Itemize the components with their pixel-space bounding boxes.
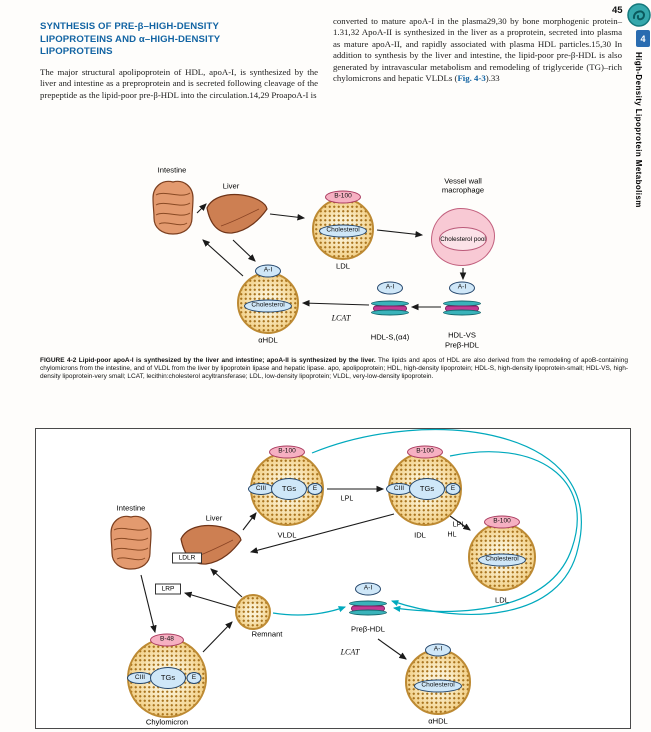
fig2-hdlvs-label: HDL-VS xyxy=(448,330,476,340)
fig3-b48-label: B-48 xyxy=(150,633,184,647)
fig2-ahdl-cholesterol-label: Cholesterol xyxy=(244,299,292,313)
fig2-ldl-label: LDL xyxy=(336,261,350,271)
fig3-vldl-b100-label: B-100 xyxy=(269,445,305,459)
fig2-alpha-hdl-label: αHDL xyxy=(258,335,278,345)
fig3-lpl2-label: LPL xyxy=(452,521,466,529)
fig3-vldl-e-label: E xyxy=(307,483,323,495)
fig2-ldl-cholesterol-label: Cholesterol xyxy=(319,224,367,238)
fig3-ahdl-a1-label: A-I xyxy=(425,643,451,657)
fig3-idl-label: IDL xyxy=(414,530,426,540)
figure-reference-link: Fig. 4-3 xyxy=(457,73,486,84)
fig3-lcat-label: LCAT xyxy=(340,647,360,657)
fig3-vldl-tgs-label: TGs xyxy=(271,478,307,500)
fig3-lpl-label: LPL xyxy=(340,495,354,503)
fig3-idl-tgs-label: TGs xyxy=(409,478,445,500)
fig3-ldl-b100-label: B-100 xyxy=(484,515,520,529)
fig3-prebeta-a1-label: A-I xyxy=(355,582,381,596)
fig3-prebeta-disc xyxy=(349,600,387,616)
fig2-macrophage-label: Vessel wall macrophage xyxy=(441,176,485,194)
section-heading: SYNTHESIS OF PRE-β–HIGH-DENSITY LIPOPROT… xyxy=(40,21,221,57)
fig2-hdls-a1-label: A-I xyxy=(377,281,403,295)
fig2-intestine-label: Intestine xyxy=(157,165,187,175)
chapter-title-vertical: High-Density Lipoprotein Metabolism xyxy=(634,52,643,208)
fig2-hdls-label: HDL-S,(α4) xyxy=(370,332,410,342)
fig3-prebeta-hdl-label: Preβ-HDL xyxy=(351,624,385,634)
fig3-ahdl-cholesterol-label: Cholesterol xyxy=(414,679,462,693)
right-column-text-a: converted to mature apoA-I in the plasma… xyxy=(333,16,622,84)
fig3-chylo-ciii-label: CIII xyxy=(127,672,153,684)
fig3-liver-label: Liver xyxy=(205,513,223,523)
fig2-ldl-b100-label: B-100 xyxy=(325,190,361,204)
fig3-ldl-label: LDL xyxy=(495,595,509,605)
fig3-ldl-cholesterol-label: Cholesterol xyxy=(478,553,526,567)
fig3-remnant-label: Remnant xyxy=(251,629,283,639)
fig3-ldl-particle xyxy=(468,523,536,591)
fig3-lrp-box: LRP xyxy=(155,583,181,595)
fig3-idl-e-label: E xyxy=(445,483,461,495)
fig2-cholesterol-pool-label: Cholesterol pool xyxy=(439,227,487,251)
fig3-ldlr-box: LDLR xyxy=(172,552,202,564)
page-number: 45 xyxy=(612,5,623,16)
fig2-lcat-label: LCAT xyxy=(331,313,351,323)
fig3-chylomicron-label: Chylomicron xyxy=(145,717,189,727)
fig3-intestine-label: Intestine xyxy=(116,503,146,513)
fig2-caption-text: The lipids and apos of HDL are also deri… xyxy=(40,357,628,381)
fig2-liver-label: Liver xyxy=(222,181,240,191)
fig3-chylo-tgs-label: TGs xyxy=(150,667,186,689)
fig3-idl-b100-label: B-100 xyxy=(407,445,443,459)
fig2-caption: FIGURE 4-2 Lipid-poor apoA-I is synthesi… xyxy=(40,357,628,382)
fig3-alpha-hdl-label: αHDL xyxy=(428,716,448,726)
fig2-hdlvs-disc xyxy=(443,300,481,316)
series-logo-icon xyxy=(626,2,651,33)
fig3-remnant-particle xyxy=(235,594,271,630)
fig2-hdlvs-a1-label: A-I xyxy=(449,281,475,295)
fig2-hdls-disc xyxy=(371,300,409,316)
fig2-caption-bold: FIGURE 4-2 Lipid-poor apoA-I is synthesi… xyxy=(40,357,376,364)
fig3-teal-remodeling-arrows xyxy=(272,429,582,616)
fig2-intestine-illustration xyxy=(152,180,194,235)
fig3-vldl-label: VLDL xyxy=(277,530,297,540)
fig2-arrows xyxy=(196,203,467,311)
fig3-intestine-illustration xyxy=(110,515,152,570)
fig2-prebeta-hdl-label: Preβ-HDL xyxy=(445,340,479,350)
fig2-ahdl-a1-label: A-I xyxy=(255,264,281,278)
fig2-liver-illustration xyxy=(206,193,268,234)
fig3-hl-label: HL xyxy=(447,531,457,539)
fig3-idl-ciii-label: CIII xyxy=(386,483,412,495)
right-column-text-b: ).33 xyxy=(485,73,500,84)
chapter-number-tab: 4 xyxy=(636,30,650,47)
left-column-paragraph: The major structural apolipoprotein of H… xyxy=(40,67,318,100)
fig3-arrows xyxy=(140,485,471,660)
right-column-paragraph: converted to mature apoA-I in the plasma… xyxy=(333,16,622,84)
fig3-chylo-e-label: E xyxy=(186,672,202,684)
